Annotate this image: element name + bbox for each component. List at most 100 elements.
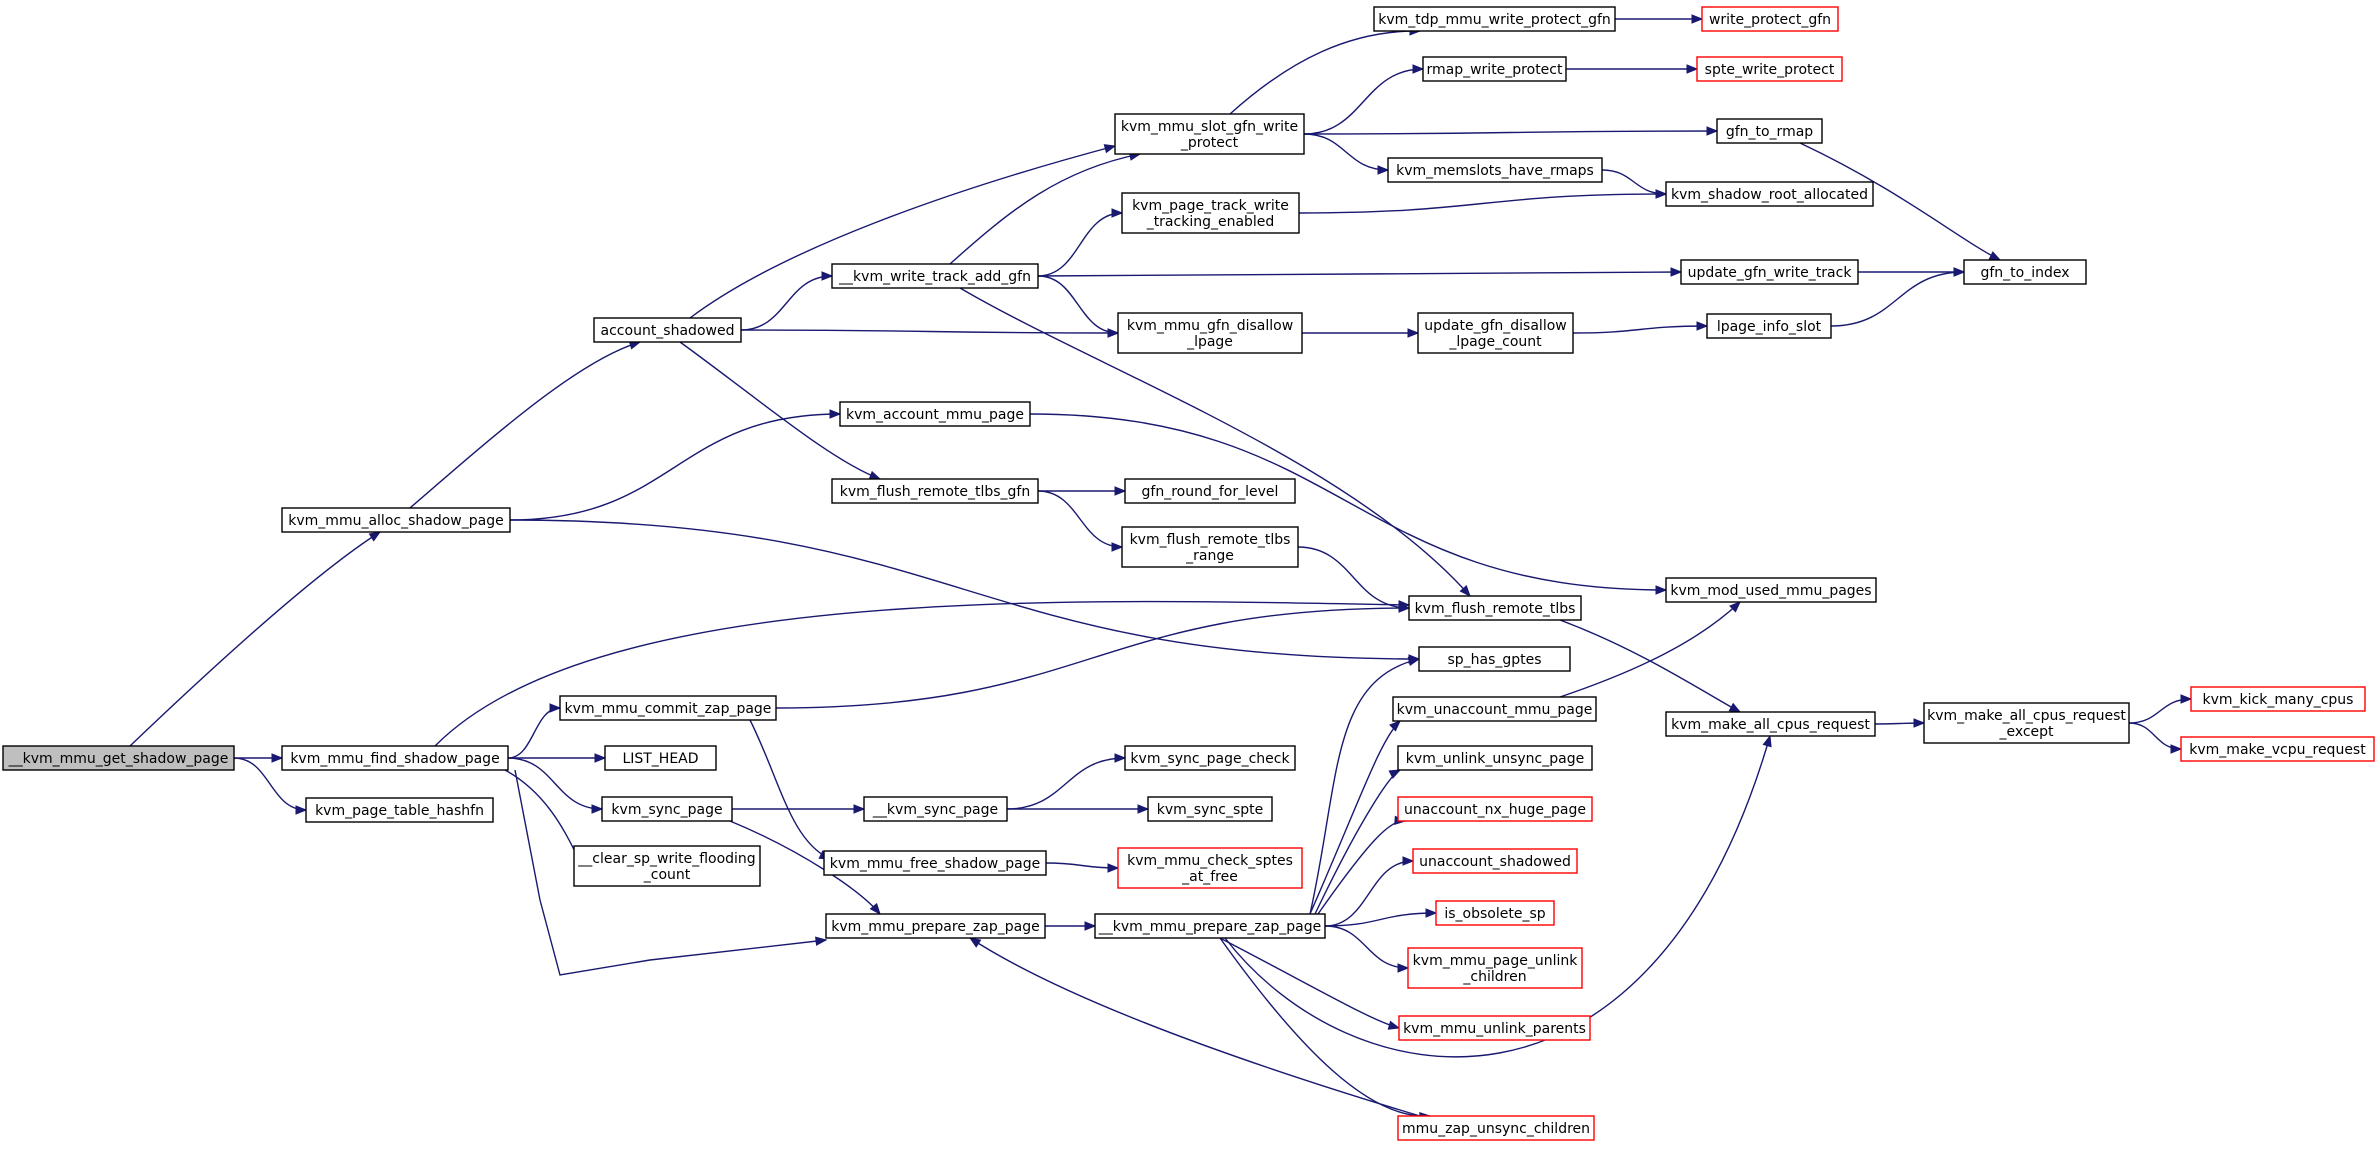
node-unaccount-nx-huge-page[interactable]: unaccount_nx_huge_page <box>1397 796 1593 822</box>
node-label: kvm_sync_spte <box>1157 802 1263 818</box>
node-update-gfn-disallow-lpage-count[interactable]: update_gfn_disallow_lpage_count <box>1417 312 1574 354</box>
arrowhead-icon <box>1988 251 2002 261</box>
node-prepare-zap-page[interactable]: kvm_mmu_prepare_zap_page <box>825 913 1046 939</box>
node-check-sptes-at-free[interactable]: kvm_mmu_check_sptes_at_free <box>1117 847 1303 889</box>
arrowhead-icon <box>815 936 828 946</box>
node-label: kvm_mmu_find_shadow_page <box>290 751 499 767</box>
edge-write_track_add_gfn-to-update_gfn_write_track <box>1037 267 1683 277</box>
edge-slot_gfn_write_protect-to-gfn_to_rmap <box>1303 126 1719 136</box>
node-unlink-parents[interactable]: kvm_mmu_unlink_parents <box>1398 1015 1591 1041</box>
edge-alloc_shadow_page-to-account_mmu_page <box>509 409 842 521</box>
node-box <box>1963 259 2087 285</box>
node-page-track-write-tracking[interactable]: kvm_page_track_write_tracking_enabled <box>1121 192 1300 234</box>
node-find-shadow-page[interactable]: kvm_mmu_find_shadow_page <box>281 745 509 771</box>
edge-line <box>1303 68 1424 135</box>
node-sp-has-gptes[interactable]: sp_has_gptes <box>1418 646 1571 672</box>
node-shadow-root-allocated[interactable]: kvm_shadow_root_allocated <box>1665 181 1874 207</box>
node-box <box>1701 6 1839 32</box>
node--prepare-zap-page[interactable]: __kvm_mmu_prepare_zap_page <box>1094 913 1326 939</box>
edge-line <box>959 287 1471 597</box>
node-account-shadowed[interactable]: account_shadowed <box>593 317 742 343</box>
node-box <box>1398 1015 1591 1041</box>
node-tdp-mmu-write-protect-gfn[interactable]: kvm_tdp_mmu_write_protect_gfn <box>1373 6 1616 32</box>
node-label: __kvm_write_track_add_gfn <box>838 269 1031 285</box>
node-label: __kvm_mmu_get_shadow_page <box>8 751 229 767</box>
node-flush-remote-tlbs-gfn[interactable]: kvm_flush_remote_tlbs_gfn <box>831 478 1039 504</box>
node-commit-zap-page[interactable]: kvm_mmu_commit_zap_page <box>559 695 777 721</box>
node-flush-remote-tlbs-range[interactable]: kvm_flush_remote_tlbs_range <box>1121 526 1299 568</box>
edge-_prepare_zap_page-to-is_obsolete_sp <box>1324 908 1438 927</box>
node--sync-page[interactable]: __kvm_sync_page <box>863 796 1008 822</box>
node-label: _at_free <box>1181 869 1238 885</box>
node-label: LIST_HEAD <box>622 751 698 767</box>
node-rmap-write-protect[interactable]: rmap_write_protect <box>1422 56 1567 82</box>
node-get-shadow-page[interactable]: __kvm_mmu_get_shadow_page <box>2 745 235 771</box>
node-page-unlink-children[interactable]: kvm_mmu_page_unlink_children <box>1407 947 1583 989</box>
node-label: kvm_sync_page <box>611 802 722 818</box>
node-free-shadow-page[interactable]: kvm_mmu_free_shadow_page <box>823 850 1047 876</box>
edge-write_track_add_gfn-to-slot_gfn_write_protect <box>949 151 1142 265</box>
node-box <box>1680 259 1859 285</box>
node-gfn-round-for-level[interactable]: gfn_round_for_level <box>1124 478 1296 504</box>
node-label: lpage_info_slot <box>1717 319 1822 335</box>
node-alloc-shadow-page[interactable]: kvm_mmu_alloc_shadow_page <box>281 507 511 533</box>
node-label: _except <box>1998 724 2054 740</box>
node-update-gfn-write-track[interactable]: update_gfn_write_track <box>1680 259 1859 285</box>
node-label: kvm_flush_remote_tlbs_gfn <box>840 484 1031 500</box>
edge-slot_gfn_write_protect-to-rmap_write_protect <box>1303 64 1425 135</box>
node-make-all-cpus-request-except[interactable]: kvm_make_all_cpus_request_except <box>1923 702 2130 744</box>
edge-line <box>507 757 603 810</box>
node-label: kvm_mmu_alloc_shadow_page <box>288 513 503 529</box>
node-clear-sp-write-flooding[interactable]: __clear_sp_write_flooding_count <box>573 845 761 887</box>
edge-line <box>1799 142 2001 261</box>
node-sync-page[interactable]: kvm_sync_page <box>601 796 733 822</box>
edge-line <box>1037 212 1123 277</box>
node-unaccount-mmu-page[interactable]: kvm_unaccount_mmu_page <box>1392 696 1597 722</box>
edge-_prepare_zap_page-to-sp_has_gptes <box>1309 656 1421 915</box>
arrowhead-icon <box>1412 64 1425 74</box>
arrowhead-icon <box>1729 601 1741 613</box>
node-gfn-to-index[interactable]: gfn_to_index <box>1963 259 2087 285</box>
node-box <box>839 401 1031 427</box>
node-box <box>2 745 235 771</box>
edge-line <box>233 757 307 811</box>
arrowhead-icon <box>1706 126 1719 136</box>
node-flush-remote-tlbs[interactable]: kvm_flush_remote_tlbs <box>1408 595 1582 621</box>
edge-slot_gfn_write_protect-to-memslots_have_rmaps <box>1303 133 1390 175</box>
node-mod-used-mmu-pages[interactable]: kvm_mod_used_mmu_pages <box>1665 577 1877 603</box>
node-make-all-cpus-request[interactable]: kvm_make_all_cpus_request <box>1665 711 1876 737</box>
edge-account_shadowed-to-write_track_add_gfn <box>740 271 834 331</box>
node-kick-many-cpus[interactable]: kvm_kick_many_cpus <box>2190 686 2366 712</box>
node-label: gfn_to_rmap <box>1726 124 1813 140</box>
node-list-head[interactable]: LIST_HEAD <box>604 745 717 771</box>
node-box <box>1147 796 1273 822</box>
node-spte-write-protect[interactable]: spte_write_protect <box>1696 56 1843 82</box>
node-sync-page-check[interactable]: kvm_sync_page_check <box>1124 745 1296 771</box>
edge-account_shadowed-to-slot_gfn_write_protect <box>689 144 1117 319</box>
node-label: kvm_mmu_prepare_zap_page <box>831 919 1039 935</box>
node-zap-unsync-children[interactable]: mmu_zap_unsync_children <box>1397 1115 1595 1141</box>
node-sync-spte[interactable]: kvm_sync_spte <box>1147 796 1273 822</box>
node-account-mmu-page[interactable]: kvm_account_mmu_page <box>839 401 1031 427</box>
node-write-track-add-gfn[interactable]: __kvm_write_track_add_gfn <box>831 263 1039 289</box>
node-page-table-hashfn[interactable]: kvm_page_table_hashfn <box>305 797 494 823</box>
node-make-vcpu-request[interactable]: kvm_make_vcpu_request <box>2180 736 2375 762</box>
node-is-obsolete-sp[interactable]: is_obsolete_sp <box>1435 900 1555 926</box>
node-gfn-disallow-lpage[interactable]: kvm_mmu_gfn_disallow_lpage <box>1117 312 1303 354</box>
arrowhead-icon <box>2180 694 2193 704</box>
edge-unaccount_mmu_page-to-mod_used_mmu_pages <box>1559 601 1741 698</box>
node-lpage-info-slot[interactable]: lpage_info_slot <box>1706 313 1832 339</box>
node-slot-gfn-write-protect[interactable]: kvm_mmu_slot_gfn_write_protect <box>1114 113 1305 155</box>
arrowhead-icon <box>1084 921 1097 931</box>
node-label: gfn_to_index <box>1980 265 2069 281</box>
node-unaccount-shadowed[interactable]: unaccount_shadowed <box>1412 848 1578 874</box>
node-write-protect-gfn[interactable]: write_protect_gfn <box>1701 6 1839 32</box>
node-label: _protect <box>1180 135 1239 151</box>
node-unlink-unsync-page[interactable]: kvm_unlink_unsync_page <box>1397 745 1593 771</box>
edge-_sync_page-to-sync_spte <box>1007 804 1150 814</box>
node-gfn-to-rmap[interactable]: gfn_to_rmap <box>1716 118 1823 144</box>
node-label: kvm_page_table_hashfn <box>315 803 484 819</box>
node-label: kvm_flush_remote_tlbs <box>1415 601 1576 617</box>
edge-update_gfn_write_track-to-gfn_to_index <box>1858 267 1966 277</box>
node-memslots-have-rmaps[interactable]: kvm_memslots_have_rmaps <box>1387 157 1603 183</box>
